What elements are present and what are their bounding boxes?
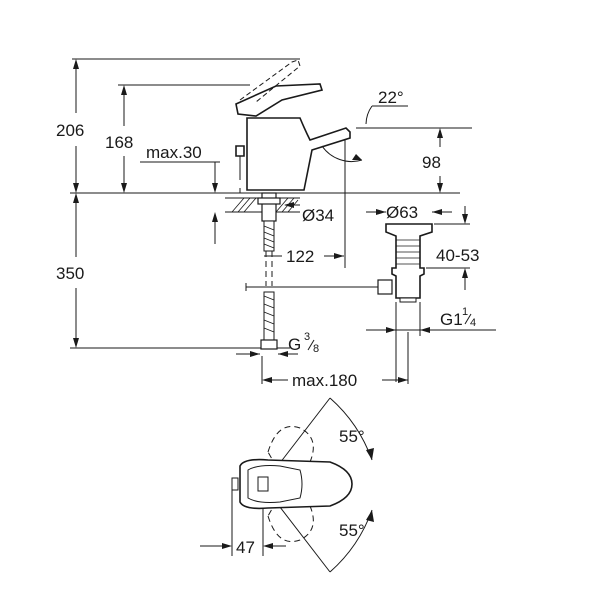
dim-g38-base: G [288,335,301,354]
arrow [212,183,218,193]
arrow [386,327,396,333]
dim-diameter63-label: Ø63 [386,203,418,222]
dim-350-label: 350 [56,264,84,283]
arrow [366,448,374,460]
waste-drain [385,223,433,299]
lever-top-view [247,465,303,503]
arrow [334,253,344,259]
arrow [352,154,362,160]
arrow [278,351,288,357]
mounting-nut [257,197,281,205]
fraction-bar [464,313,472,325]
waste-outlet [399,297,417,303]
hose-nut [260,339,278,350]
hose-braid [263,225,275,249]
dim-168-label: 168 [105,133,133,152]
arrow [376,209,386,215]
dim-max30-label: max.30 [146,143,202,162]
arrow [432,209,442,215]
supply-hose [263,220,275,252]
arrow [73,183,79,193]
arrow [121,183,127,193]
dim-g114-num: 1 [462,306,468,318]
arrow [73,59,79,69]
angle-arc [365,105,373,125]
arrow [462,268,468,278]
arrow [462,214,468,224]
arrow [73,338,79,348]
lever-insert [257,476,269,492]
faucet-body [246,117,351,191]
faucet-lever [235,83,324,117]
arrow [437,183,443,193]
arrow [284,202,294,208]
arrow [250,351,260,357]
arrow [222,543,232,549]
dim-4053-label: 40-53 [436,246,479,265]
dim-55deg-bottom-label: 55° [339,521,365,540]
dim-98-label: 98 [422,153,441,172]
arrow [437,128,443,138]
dim-max180-label: max.180 [292,371,357,390]
waste-thread [396,239,420,265]
dim-g38-num: 3 [304,331,310,343]
arrow [262,377,272,383]
dim-47-label: 47 [236,538,255,557]
arrow [398,377,408,383]
faucet-top-view [239,458,353,510]
dim-206-label: 206 [56,121,84,140]
dim-122-label: 122 [286,247,314,266]
dim-22deg-label: 22° [378,88,404,107]
dim-g114-base: G1 [440,310,463,329]
hose-braid-lower [263,295,275,333]
swivel-arc-bottom [329,509,373,573]
popup-knob-top [231,477,239,491]
dim-g38-den: 8 [313,343,319,355]
arrow [366,510,374,522]
angle-arc [321,145,363,163]
arrow [263,543,273,549]
arrow [121,85,127,95]
shank [261,192,277,222]
arrow [212,212,218,222]
dim-g114-den: 4 [470,317,476,329]
lever-raised-outline [239,59,301,103]
dim-diameter34-label: Ø34 [302,206,334,225]
arrow [420,327,430,333]
fraction-bar [307,339,315,351]
popup-knob [235,145,245,157]
arrow [73,193,79,203]
linkage-connector [377,279,393,295]
dim-55deg-top-label: 55° [339,427,365,446]
